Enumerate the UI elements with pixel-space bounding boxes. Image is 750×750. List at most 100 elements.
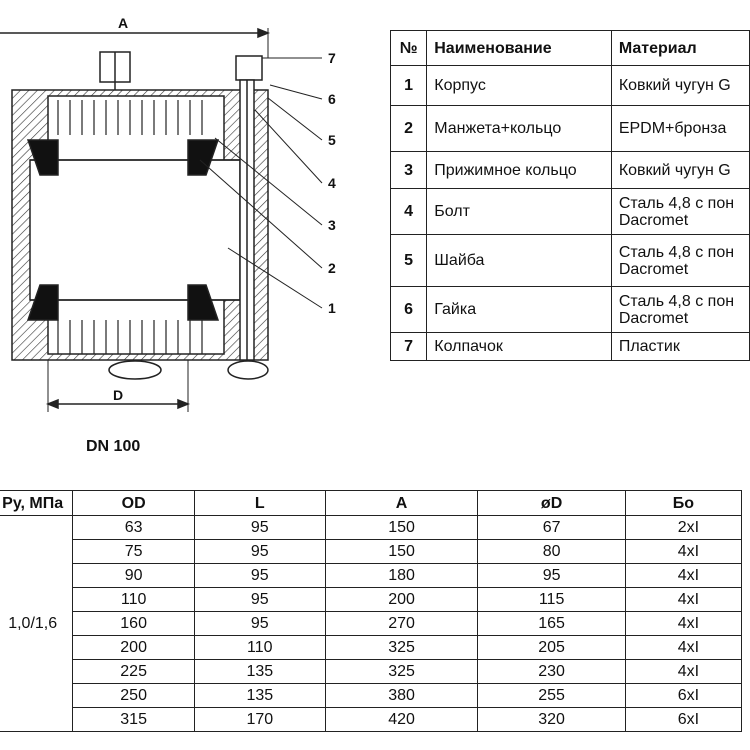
cell-l: 95	[193, 587, 326, 612]
table-row: 90 95 180 95 4xI	[0, 563, 743, 588]
cell-d: 80	[477, 539, 626, 564]
callout-2: 2	[328, 260, 336, 276]
cell-bolts: 4xI	[624, 635, 743, 660]
part-num: 5	[389, 234, 428, 287]
part-num: 4	[389, 188, 428, 235]
parts-row: 4 Болт Сталь 4,8 с пон Dacromet	[389, 188, 750, 235]
cell-a: 380	[324, 683, 479, 708]
pressure-cell: 1,0/1,6	[0, 515, 74, 732]
part-material: Сталь 4,8 с пон Dacromet	[610, 286, 750, 333]
cell-bolts: 4xI	[624, 659, 743, 684]
cell-bolts: 6xI	[624, 707, 743, 732]
part-material: Пластик	[610, 332, 750, 361]
part-num: 1	[389, 65, 428, 106]
parts-row: 6 Гайка Сталь 4,8 с пон Dacromet	[389, 286, 750, 333]
part-name: Манжета+кольцо	[426, 105, 612, 152]
cell-bolts: 2xI	[624, 515, 743, 540]
part-num: 2	[389, 105, 428, 152]
cell-a: 150	[324, 539, 479, 564]
cell-od: 250	[72, 683, 195, 708]
parts-header-num: №	[389, 30, 428, 66]
cell-d: 255	[477, 683, 626, 708]
part-name: Корпус	[426, 65, 612, 106]
cell-l: 110	[193, 635, 326, 660]
cell-od: 90	[72, 563, 195, 588]
cell-bolts: 4xI	[624, 587, 743, 612]
parts-row: 2 Манжета+кольцо EPDM+бронза	[389, 105, 750, 152]
cell-d: 95	[477, 563, 626, 588]
cell-l: 170	[193, 707, 326, 732]
cell-od: 110	[72, 587, 195, 612]
cell-bolts: 6xI	[624, 683, 743, 708]
cell-od: 225	[72, 659, 195, 684]
parts-row: 1 Корпус Ковкий чугун G	[389, 65, 750, 106]
cell-a: 325	[324, 659, 479, 684]
cell-od: 160	[72, 611, 195, 636]
table-row: 250 135 380 255 6xI	[0, 683, 743, 708]
cell-d: 67	[477, 515, 626, 540]
callout-5: 5	[328, 132, 336, 148]
dim-d-label: D	[113, 387, 123, 403]
table-row: 315 170 420 320 6xI	[0, 707, 743, 732]
cell-a: 200	[324, 587, 479, 612]
cell-bolts: 4xI	[624, 611, 743, 636]
cell-od: 200	[72, 635, 195, 660]
cell-l: 95	[193, 515, 326, 540]
table-row: 160 95 270 165 4xI	[0, 611, 743, 636]
drawing-caption: DN 100	[86, 438, 141, 455]
part-name: Шайба	[426, 234, 612, 287]
part-material: Сталь 4,8 с пон Dacromet	[610, 188, 750, 235]
table-row: 75 95 150 80 4xI	[0, 539, 743, 564]
cell-od: 75	[72, 539, 195, 564]
dim-a-label: A	[118, 15, 128, 31]
cell-bolts: 4xI	[624, 539, 743, 564]
cell-od: 63	[72, 515, 195, 540]
dims-header-od: OD	[72, 490, 195, 516]
parts-header-row: № Наименование Материал	[389, 30, 750, 66]
parts-row: 7 Колпачок Пластик	[389, 332, 750, 361]
dims-header-bolts: Бо	[624, 490, 743, 516]
cell-a: 325	[324, 635, 479, 660]
cell-a: 150	[324, 515, 479, 540]
parts-table: № Наименование Материал 1 Корпус Ковкий …	[389, 30, 750, 361]
parts-row: 5 Шайба Сталь 4,8 с пон Dacromet	[389, 234, 750, 287]
part-material: Сталь 4,8 с пон Dacromet	[610, 234, 750, 287]
cell-d: 205	[477, 635, 626, 660]
cell-od: 315	[72, 707, 195, 732]
callout-1: 1	[328, 300, 336, 316]
cell-d: 115	[477, 587, 626, 612]
dims-header-od-diameter: øD	[477, 490, 626, 516]
cell-bolts: 4xI	[624, 563, 743, 588]
cell-l: 95	[193, 539, 326, 564]
parts-row: 3 Прижимное кольцо Ковкий чугун G	[389, 151, 750, 189]
parts-header-material: Материал	[610, 30, 750, 66]
callout-3: 3	[328, 217, 336, 233]
dims-header-a: A	[324, 490, 479, 516]
cell-d: 320	[477, 707, 626, 732]
table-row: 1,0/1,6 63 95 150 67 2xI	[0, 515, 743, 732]
dims-header-pressure: Ру, МПа	[0, 490, 74, 516]
part-num: 6	[389, 286, 428, 333]
cell-a: 270	[324, 611, 479, 636]
cell-l: 135	[193, 683, 326, 708]
coupling-drawing: A D 7 6 5 4 3 2 1	[0, 15, 336, 412]
cell-a: 180	[324, 563, 479, 588]
part-name: Болт	[426, 188, 612, 235]
dims-header-row: Ру, МПа OD L A øD Бо	[0, 490, 743, 516]
part-material: EPDM+бронза	[610, 105, 750, 152]
part-name: Гайка	[426, 286, 612, 333]
cell-a: 420	[324, 707, 479, 732]
part-name: Колпачок	[426, 332, 612, 361]
cell-l: 95	[193, 563, 326, 588]
part-name: Прижимное кольцо	[426, 151, 612, 189]
part-num: 3	[389, 151, 428, 189]
table-row: 110 95 200 115 4xI	[0, 587, 743, 612]
table-row: 225 135 325 230 4xI	[0, 659, 743, 684]
callout-7: 7	[328, 50, 336, 66]
cell-d: 230	[477, 659, 626, 684]
callout-6: 6	[328, 91, 336, 107]
cell-l: 95	[193, 611, 326, 636]
dimensions-table: Ру, МПа OD L A øD Бо 1,0/1,6 63 95 150 6…	[0, 490, 743, 732]
cell-l: 135	[193, 659, 326, 684]
part-material: Ковкий чугун G	[610, 65, 750, 106]
